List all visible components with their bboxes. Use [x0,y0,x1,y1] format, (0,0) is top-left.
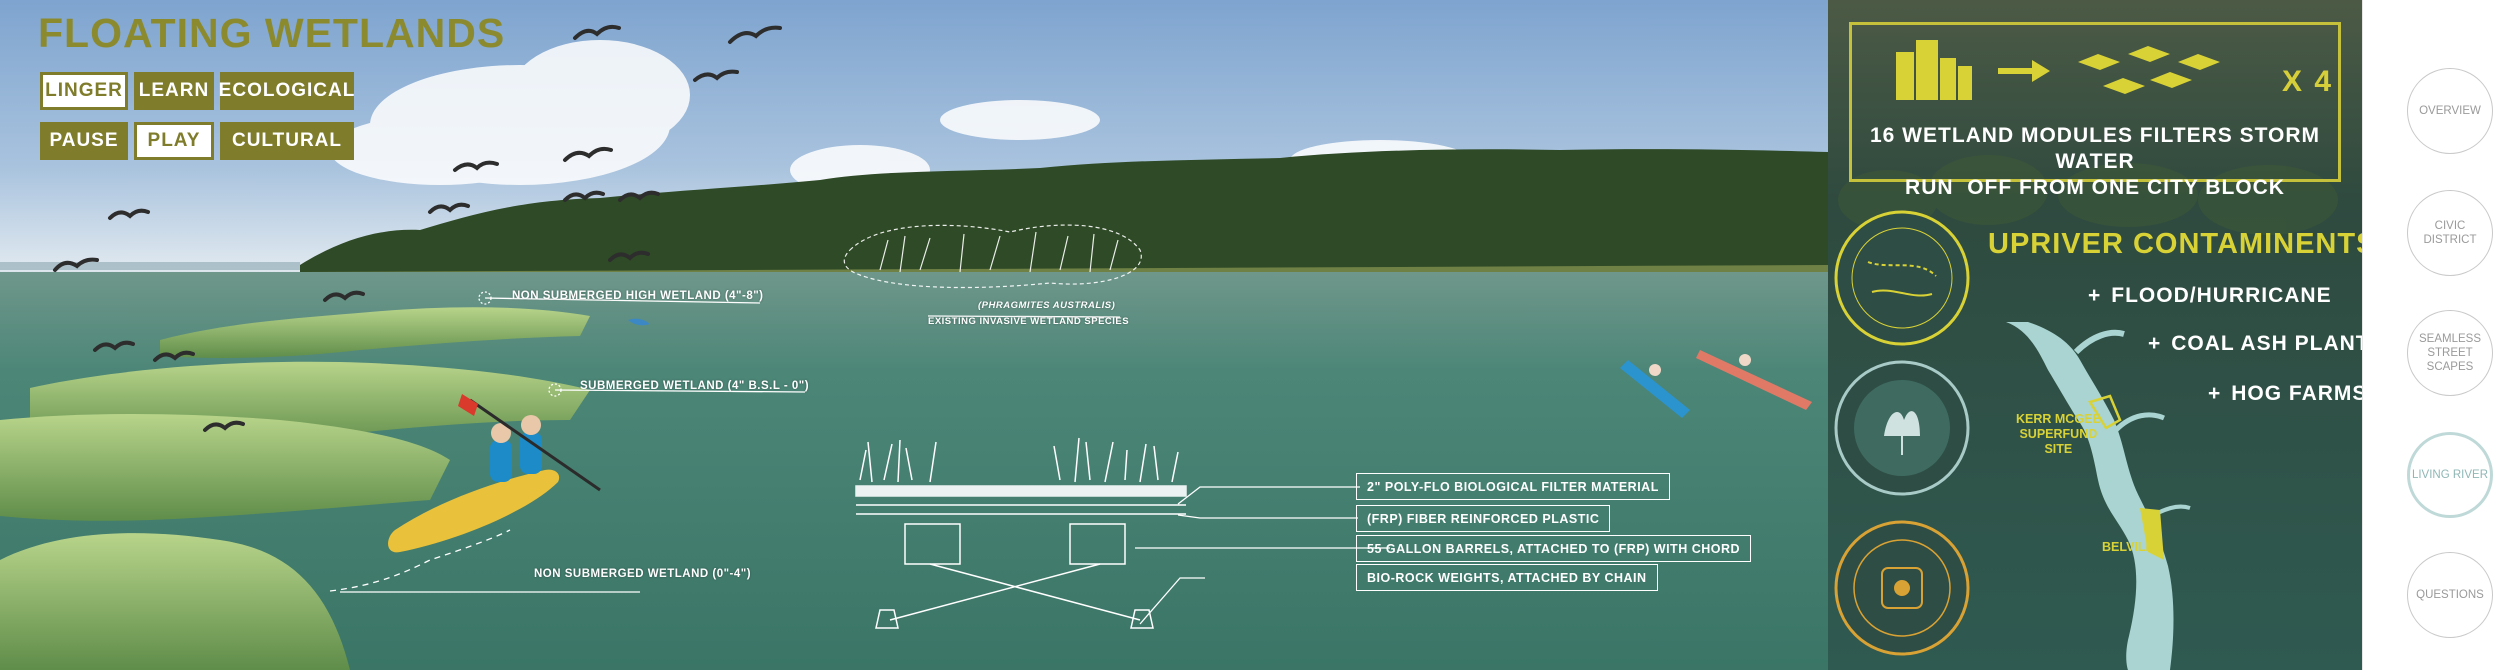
wetland-module-icon [2078,46,2220,94]
plus-icon: + [2148,332,2162,355]
treeline [300,149,1828,278]
kerr-label-line: SUPERFUND [2019,427,2098,441]
contaminant-label: HOG FARMS [2231,382,2362,405]
kayak-icon [628,318,1812,418]
nav-questions[interactable]: QUESTIONS [2407,552,2493,638]
annotation-phragmites: (PHRAGMITES AUSTRALIS) [978,300,1116,311]
contaminants-title: UPRIVER CONTAMINENTS [1988,228,2362,260]
scene-illustration [0,24,1828,670]
nav-living-river[interactable]: LIVING RIVER [2407,432,2493,518]
stat-box: X 4 16 WETLAND MODULES FILTERS STORM WAT… [1849,22,2341,199]
label-frp-plastic: (FRP) FIBER REINFORCED PLASTIC [1356,505,1611,532]
stat-line-2: RUN OFF FROM ONE CITY BLOCK [1905,176,2285,199]
tag-ecological[interactable]: ECOLOGICAL [219,72,354,110]
arrow-right-icon [1998,60,2050,82]
label-filter-material: 2" POLY-FLO BIOLOGICAL FILTER MATERIAL [1356,473,1670,500]
wetland-mat-corner [0,533,350,670]
wetland-scene: FLOATING WETLANDS LINGER LEARN ECOLOGICA… [0,0,1828,670]
plus-icon: + [2208,382,2222,405]
phragmites-sketch [843,224,1142,289]
annotation-non-submerged-wetland: NON SUBMERGED WETLAND (0"-4") [534,568,752,580]
river-map [2006,322,2174,670]
kerr-label-line: SITE [2044,442,2073,456]
belville-site [2140,508,2164,560]
tag-linger[interactable]: LINGER [40,72,128,110]
bird-icon [53,24,782,432]
kerr-label-line: KERR MCGEE [2016,412,2101,426]
label-bio-rock-weights: BIO-ROCK WEIGHTS, ATTACHED BY CHAIN [1356,564,1658,591]
kerr-mcgee-label: KERR MCGEE SUPERFUND SITE [2016,412,2101,457]
contaminant-label: FLOOD/HURRICANE [2111,284,2332,307]
tag-pause[interactable]: PAUSE [40,122,128,160]
nav-civic-district[interactable]: CIVIC DISTRICT [2407,190,2493,276]
leader-lines [329,291,1390,625]
contaminant-flood: + FLOOD/HURRICANE [2088,284,2332,308]
badge-conservation [1834,520,1970,656]
wetland-module-section [855,437,1187,629]
page-title: FLOATING WETLANDS [38,10,506,56]
info-panel: X 4 16 WETLAND MODULES FILTERS STORM WAT… [1828,0,2362,670]
badge-cultural-connection [1834,210,1970,346]
contaminant-coal-ash: + COAL ASH PLANTS [2148,332,2362,356]
building-icon [1896,40,1972,100]
wetland-mat-front [0,414,450,521]
stat-text: 16 WETLAND MODULES FILTERS STORM WATER R… [1852,123,2338,201]
plus-icon: + [2088,284,2102,307]
badge-wave-attenuation [1834,360,1970,496]
nav-seamless-street-scapes[interactable]: SEAMLESS STREET SCAPES [2407,310,2493,396]
contaminant-hog-farms: + HOG FARMS [2208,382,2362,406]
contaminant-label: COAL ASH PLANTS [2171,332,2362,355]
tag-play[interactable]: PLAY [134,122,214,160]
tag-learn[interactable]: LEARN [134,72,214,110]
annotation-submerged-wetland: SUBMERGED WETLAND (4" B.S.L - 0") [580,380,810,392]
kayak-icon [388,394,601,553]
tag-cultural[interactable]: CULTURAL [220,122,354,160]
annotation-invasive-species: EXISTING INVASIVE WETLAND SPECIES [928,316,1130,327]
annotation-non-submerged-high-wetland: NON SUBMERGED HIGH WETLAND (4"-8") [512,290,764,302]
label-barrels: 55 GALLON BARRELS, ATTACHED TO (FRP) WIT… [1356,535,1752,562]
nav-overview[interactable]: OVERVIEW [2407,68,2493,154]
wetland-mat-far [160,307,590,358]
stat-line-1: 16 WETLAND MODULES FILTERS STORM WATER [1869,124,2321,173]
multiplier: X 4 [2282,65,2334,98]
superfund-site [2088,394,2122,430]
belville-label: BELVILLE [2102,540,2162,554]
section-navigation: OVERVIEW CIVIC DISTRICT SEAMLESS STREET … [2362,0,2500,670]
clouds [330,40,1470,195]
